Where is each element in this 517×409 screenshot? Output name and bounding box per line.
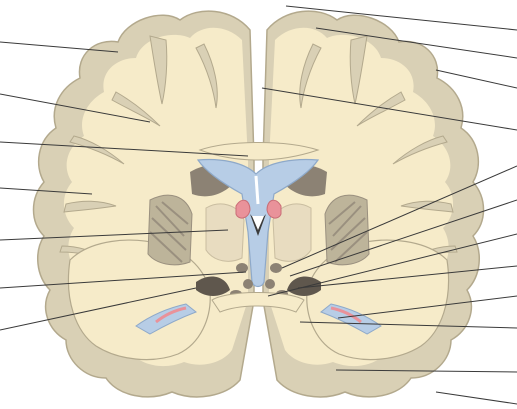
ventral-notch [212, 293, 304, 313]
left-choroid-plexus [236, 200, 250, 218]
right-lentiform-nucleus [325, 195, 369, 265]
right-choroid-plexus [267, 200, 281, 218]
septum-pellucidum [256, 176, 258, 204]
pointer-line-right-12 [436, 392, 517, 404]
longitudinal-fissure [256, 10, 258, 156]
left-lentiform-nucleus [148, 195, 192, 265]
